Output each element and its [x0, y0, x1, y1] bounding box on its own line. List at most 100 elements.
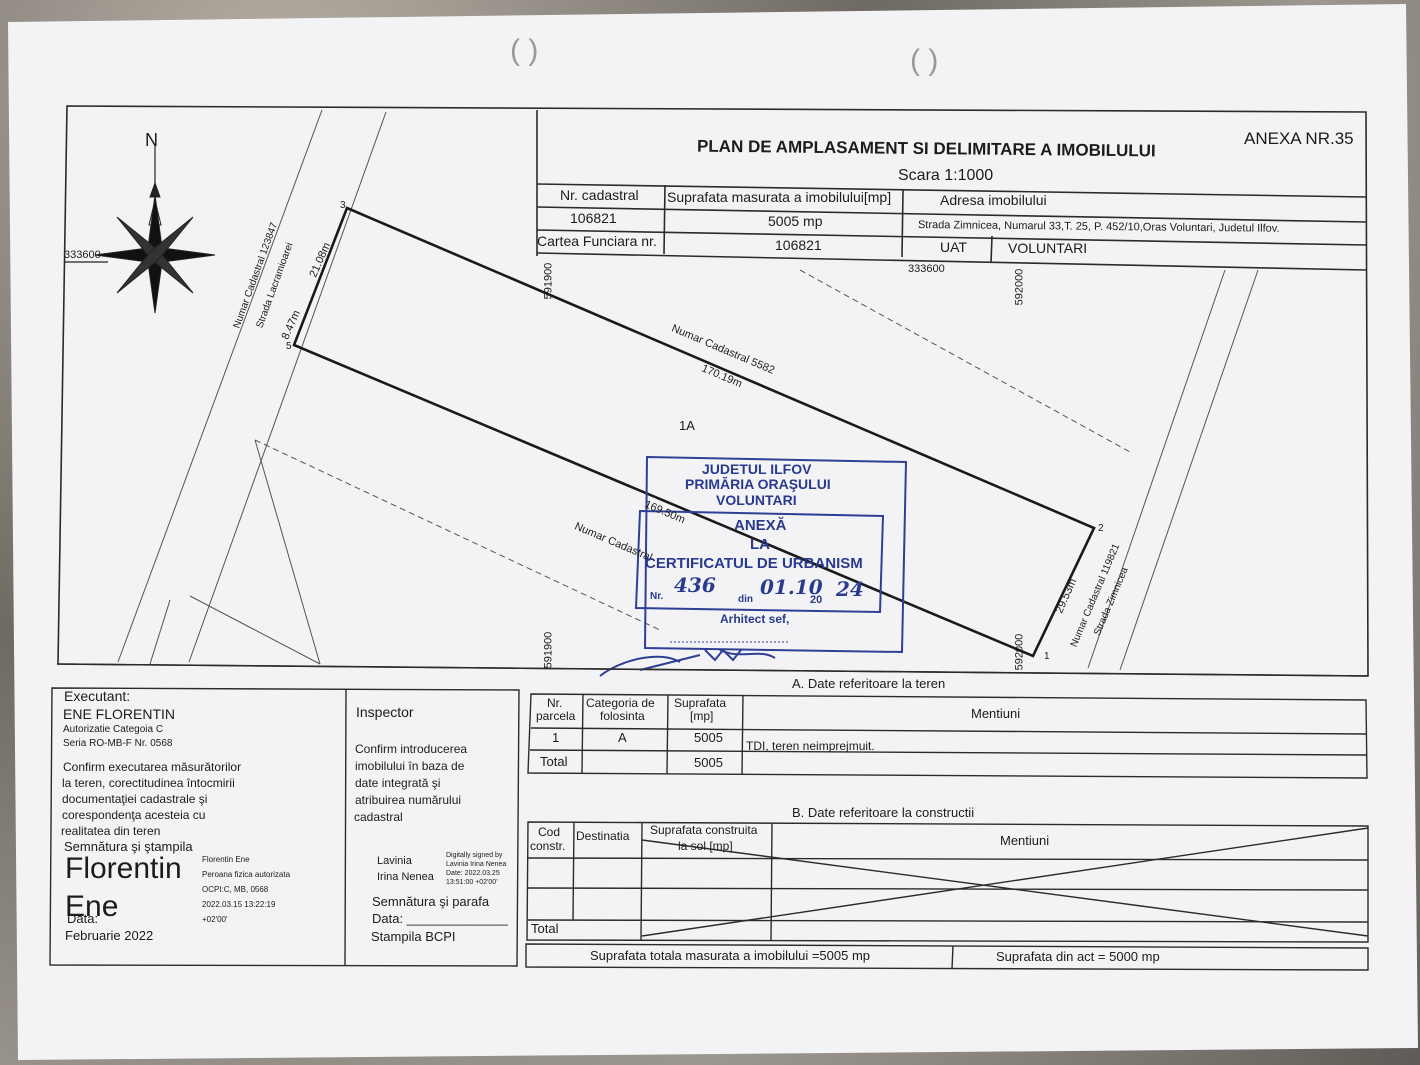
teren-col-supr-1: Suprafata — [674, 696, 727, 710]
teren-col-supr-2: [mp] — [690, 709, 714, 723]
teren-row-supr: 5005 — [694, 730, 723, 745]
urbanism-stamp-frame — [634, 455, 908, 654]
teren-col-nr-1: Nr. — [547, 696, 563, 710]
stamp-line-1: JUDETUL ILFOV — [702, 461, 812, 477]
executant-confirm-5: realitatea din teren — [61, 824, 161, 838]
executant-name: ENE FLORENTIN — [63, 706, 176, 722]
executant-series: Seria RO-MB-F Nr. 0568 — [63, 738, 173, 749]
inspector-name-1: Lavinia — [377, 855, 412, 867]
inspector-stamp-label: Stampila BCPI — [371, 929, 456, 944]
inspector-sign-label: Semnătura şi parafa — [372, 894, 490, 909]
coord-x-left: 333600 — [64, 249, 101, 261]
teren-row-nr: 1 — [552, 730, 560, 745]
header-carte: 106821 — [775, 237, 822, 253]
teren-total-supr: 5005 — [694, 755, 723, 770]
executant-confirm-3: documentaţiei cadastrale şi — [62, 792, 208, 806]
teren-title: A. Date referitoare la teren — [792, 676, 946, 691]
parcel-label: 1A — [679, 418, 695, 433]
page-title: PLAN DE AMPLASAMENT SI DELIMITARE A IMOB… — [696, 136, 1156, 161]
inspector-digi-2: Lavinia Irina Nenea — [446, 861, 507, 868]
teren-total-label: Total — [540, 754, 568, 769]
teren-row-ment: TDI, teren neimprejmuit. — [746, 739, 875, 753]
stamp-line-5: LA — [750, 536, 770, 553]
constructii-total-label: Total — [531, 921, 559, 936]
neighbor-bottom-label: Numar Cadastral — [572, 520, 654, 565]
teren-col-nr-2: parcela — [536, 709, 576, 723]
inspector-confirm-1: Confirm introducerea — [355, 742, 468, 756]
stamp-nr-value: 436 — [674, 573, 716, 597]
stamp-nr-label: Nr. — [650, 591, 664, 602]
inspector-data-label: Data: ______________ — [372, 911, 508, 926]
constructii-title: B. Date referitoare la constructii — [792, 805, 975, 820]
coord-y-591900-top: 591900 — [542, 262, 555, 300]
vertex-2: 2 — [1098, 523, 1104, 534]
inspector-label: Inspector — [356, 704, 414, 720]
constructii-col-ment: Mentiuni — [1000, 833, 1050, 848]
header-col-suprafata: Suprafata masurata a imobilului[mp] — [667, 189, 892, 205]
stamp-din-value: 01.10 — [760, 575, 823, 599]
dim-top: 170.19m — [699, 362, 744, 391]
inspector-confirm-3: date integrată şi — [355, 776, 441, 790]
header-suprafata: 5005 mp — [768, 213, 823, 229]
stamp-line-6: CERTIFICATUL DE URBANISM — [645, 555, 863, 572]
vertex-3: 3 — [340, 200, 346, 211]
north-label: N — [145, 130, 158, 150]
teren-col-ment: Mentiuni — [971, 706, 1021, 721]
annex-number: ANEXA NR.35 — [1244, 129, 1354, 148]
constructii-col-cod-2: constr. — [530, 839, 566, 853]
stamp-arhitect: Arhitect sef, — [720, 612, 790, 626]
scale-label: Scara 1:1000 — [898, 167, 994, 184]
constructii-col-dest: Destinatia — [576, 829, 630, 843]
svg-text:( ): ( ) — [910, 44, 938, 77]
footer-total-measured: Suprafata totala masurata a imobilului =… — [590, 948, 871, 963]
executant-digi-4: 2022.03.15 13:22:19 — [202, 900, 276, 909]
inspector-digi-1: Digitally signed by — [446, 852, 503, 859]
vertex-1: 1 — [1044, 651, 1050, 662]
bottom-frames — [49, 663, 1369, 971]
neighbor-top-label: Numar Cadastral 5582 — [669, 322, 777, 377]
north-arrow-icon — [94, 145, 216, 314]
executant-digi-1: Florentin Ene — [202, 855, 250, 864]
executant-confirm-4: corespondenţa acesteia cu — [62, 808, 206, 822]
inspector-confirm-4: atribuirea numărului — [355, 793, 462, 807]
inspector-digi-4: 13:51:00 +02'00' — [446, 879, 498, 886]
dim-left-b: 8.47m — [279, 308, 303, 342]
constructii-col-cod-1: Cod — [538, 825, 561, 839]
constructii-col-supr-1: Suprafata construita — [650, 823, 758, 837]
stamp-line-4: ANEXĂ — [734, 517, 787, 534]
stamp-line-3: VOLUNTARI — [716, 492, 797, 508]
header-label-uat: UAT — [940, 239, 967, 255]
teren-col-cat-1: Categoria de — [586, 696, 655, 710]
executant-confirm-1: Confirm executarea măsurătorilor — [63, 760, 242, 774]
inspector-confirm-2: imobilului în baza de — [355, 759, 465, 773]
header-nr-cadastral: 106821 — [570, 210, 617, 226]
executant-digi-3: OCPI:C, MB, 0568 — [202, 885, 269, 894]
vertex-5: 5 — [286, 341, 292, 352]
header-col-nr-cadastral: Nr. cadastral — [560, 187, 639, 203]
dim-right: 29.53m — [1053, 576, 1080, 616]
executant-sig-last: Ene — [65, 890, 119, 923]
street-lines — [117, 109, 1259, 671]
executant-data-value: Februarie 2022 — [65, 928, 154, 943]
executant-label: Executant: — [64, 688, 131, 704]
executant-auth: Autorizatie Categoia C — [63, 724, 164, 735]
footer-total-act: Suprafata din act = 5000 mp — [996, 949, 1160, 964]
coord-x-right: 333600 — [908, 263, 945, 275]
stamp-year-prefix: 20 — [810, 594, 823, 606]
parcel-1A-boundary — [292, 206, 1096, 658]
stamp-din-label: din — [738, 594, 753, 605]
header-label-carte: Cartea Funciara nr. — [537, 233, 657, 249]
executant-digi-2: Peroana fizica autorizata — [202, 870, 291, 879]
header-adresa: Strada Zimnicea, Numarul 33,T. 25, P. 45… — [917, 219, 1280, 235]
executant-data-label: Data: — [67, 911, 99, 926]
stamp-year-value: 24 — [836, 577, 864, 601]
header-col-adresa: Adresa imobilului — [940, 192, 1047, 208]
architect-signature — [599, 648, 776, 677]
neighbor-dashed — [254, 269, 1131, 631]
coord-y-592000-top: 592000 — [1013, 268, 1026, 306]
executant-sign-label: Semnătura şi ştampila — [64, 839, 193, 854]
inspector-digi-3: Date: 2022.03.25 — [446, 870, 500, 877]
teren-col-cat-2: folosinta — [600, 709, 645, 723]
coord-y-592000-bottom: 592000 — [1013, 633, 1026, 671]
